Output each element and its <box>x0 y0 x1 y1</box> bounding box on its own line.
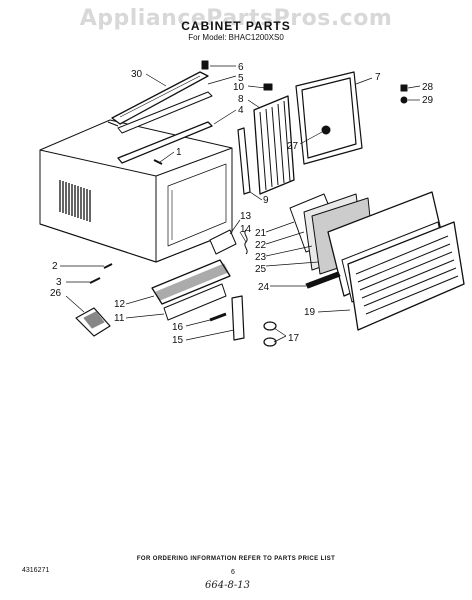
top-rail-30 <box>111 71 209 125</box>
frame-7 <box>295 71 363 165</box>
document-number: 4316271 <box>22 567 50 574</box>
ordering-note: FOR ORDERING INFORMATION REFER TO PARTS … <box>136 556 336 562</box>
callout-1: 1 <box>176 147 182 158</box>
callout-13: 13 <box>240 211 252 222</box>
handwritten-note: 664-8-13 <box>205 580 250 591</box>
callout-22: 22 <box>255 240 267 251</box>
callout-16: 16 <box>172 322 184 333</box>
callout-28: 28 <box>422 82 434 93</box>
callout-4: 4 <box>238 105 244 116</box>
watermark: AppliancePartsPros.com <box>79 6 393 31</box>
side-louvres <box>59 180 91 222</box>
washer-29 <box>400 96 408 104</box>
leader-lines <box>60 65 421 343</box>
knobs-17 <box>263 321 277 347</box>
diagram-title: CABINET PARTS <box>181 19 291 33</box>
callout-17: 17 <box>288 333 300 344</box>
strip-4 <box>117 121 213 164</box>
screw-28 <box>400 84 408 92</box>
callout-8: 8 <box>238 94 244 105</box>
pin-16 <box>209 312 227 322</box>
callout-25: 25 <box>255 264 267 275</box>
callout-15: 15 <box>172 335 184 346</box>
bracket-13 <box>209 229 237 255</box>
callout-29: 29 <box>422 95 434 106</box>
model-line: For Model: BHAC1200XS0 <box>188 33 284 42</box>
callout-11: 11 <box>114 313 125 324</box>
knob-27 <box>321 125 331 135</box>
callout-9: 9 <box>263 195 269 206</box>
callout-26: 26 <box>50 288 62 299</box>
strip-24 <box>305 271 341 289</box>
callout-12: 12 <box>114 299 126 310</box>
callout-19: 19 <box>304 307 316 318</box>
bracket-26 <box>75 307 111 337</box>
callout-7: 7 <box>375 72 381 83</box>
callout-24: 24 <box>258 282 270 293</box>
callout-30: 30 <box>131 69 143 80</box>
callout-2: 2 <box>52 261 58 272</box>
callout-10: 10 <box>233 82 245 93</box>
control-assembly-12 <box>151 259 231 305</box>
cabinet-shell <box>39 119 233 263</box>
screw-6 <box>201 60 209 70</box>
screw-2 <box>103 263 113 269</box>
bracket-15 <box>231 295 245 341</box>
screw-3 <box>89 277 101 284</box>
page-number: 6 <box>231 569 235 576</box>
callout-5: 5 <box>238 73 244 84</box>
front-panel-19 <box>327 191 465 331</box>
callout-23: 23 <box>255 252 267 263</box>
callout-14: 14 <box>240 224 252 235</box>
screw-1 <box>153 159 163 165</box>
callout-21: 21 <box>255 228 267 239</box>
control-housing-11 <box>163 283 227 321</box>
clip-10 <box>263 83 273 91</box>
callout-labels: 30 6 5 10 8 4 7 28 29 27 1 9 13 14 21 22… <box>50 62 434 346</box>
callout-27: 27 <box>287 141 299 152</box>
callout-6: 6 <box>238 62 244 73</box>
strip-5 <box>117 91 213 134</box>
strip-9 <box>237 127 251 195</box>
front-grille-8 <box>253 95 295 195</box>
callout-3: 3 <box>56 277 62 288</box>
